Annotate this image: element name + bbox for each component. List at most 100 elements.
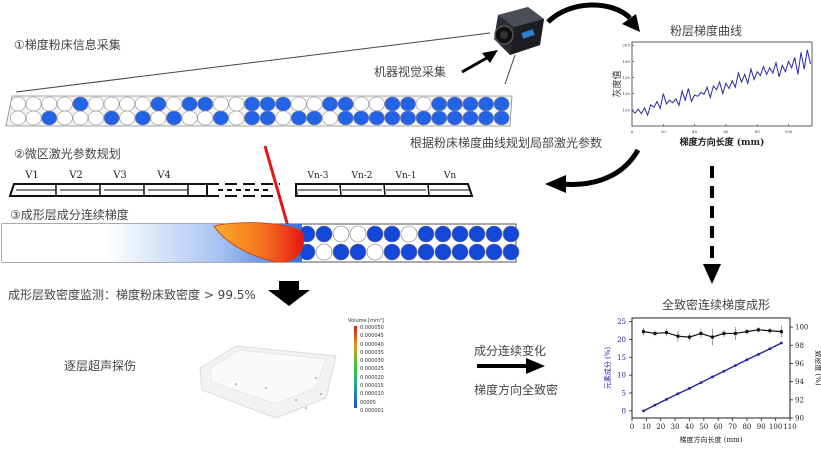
segment-label: V2: [68, 170, 83, 181]
density-point: [745, 330, 749, 334]
density-point: [722, 331, 726, 335]
powder-particle: [383, 225, 401, 243]
powder-particle: [322, 110, 338, 126]
powder-particle: [337, 96, 354, 112]
y-tick-label: 155: [622, 75, 630, 80]
machine-vision-label: 机器视觉采集: [374, 65, 447, 79]
curve-arrow-to-chart-head: [622, 14, 640, 32]
powder-particle: [181, 96, 198, 112]
y-tick-label: 130: [622, 91, 630, 96]
powder-particle: [366, 243, 384, 261]
x-tick-label: 0: [630, 423, 634, 431]
x-tick-label: 40: [692, 129, 698, 134]
segment-divider: [427, 183, 430, 197]
powder-particle: [134, 96, 151, 112]
x-tick-label: 40: [685, 423, 694, 431]
powder-particle: [502, 225, 520, 243]
composition-point: [711, 375, 714, 379]
powder-particle: [368, 96, 385, 112]
powder-particle: [10, 96, 26, 112]
powder-particle: [478, 96, 494, 112]
powder-particle: [244, 110, 260, 126]
powder-particle: [275, 96, 292, 112]
segment-label: Vn: [443, 171, 456, 181]
ct-legend-tick: 0.000010: [360, 391, 384, 398]
powder-particle: [103, 96, 120, 112]
powder-particle: [415, 110, 432, 126]
density-point: [653, 331, 657, 335]
segment-label: Vn-1: [394, 171, 416, 181]
powder-particle: [88, 110, 104, 126]
x-tick-label: 90: [757, 423, 766, 431]
powder-particle: [383, 243, 401, 261]
y-left-tick-label: 5: [622, 390, 626, 398]
powder-particle: [306, 96, 323, 112]
powder-particle: [353, 110, 370, 126]
laser-beam: [263, 145, 293, 238]
x-tick-label: 30: [671, 423, 680, 431]
ct-legend-tick: 0.000020: [360, 374, 384, 381]
powder-particle: [306, 110, 323, 126]
composition-point: [665, 398, 668, 401]
x-tick-label: 80: [742, 423, 751, 431]
composition-point: [676, 392, 680, 396]
segment-divider: [339, 183, 342, 197]
x-axis-label: 梯度方向长度 (mm): [680, 435, 743, 444]
y-tick-label: 105: [622, 107, 630, 112]
composition-point: [734, 364, 737, 367]
powder-particle: [384, 110, 401, 126]
dashed-arrow-head: [703, 264, 721, 284]
powder-particle: [88, 96, 104, 112]
powder-particle: [349, 243, 367, 261]
powder-particle: [119, 110, 136, 126]
powder-particle: [72, 96, 89, 112]
powder-particle: [431, 110, 448, 126]
x-tick-label: 100: [769, 423, 782, 431]
y-tick-label: 205: [622, 43, 630, 48]
right-arrow-head: [526, 358, 545, 374]
powder-particle: [417, 243, 435, 261]
powder-particle: [446, 110, 463, 126]
curve-arrow-to-chart: [546, 2, 632, 24]
density-monitor-label: 成形层致密度监测：梯度粉床致密度 > 99.5%: [8, 288, 256, 302]
x-tick-label: 60: [714, 423, 723, 431]
powder-particle: [56, 110, 73, 126]
y-right-axis-label: 致密度 (%): [814, 350, 821, 386]
powder-bed: [5, 95, 513, 127]
powder-particle: [41, 110, 58, 126]
powder-particle: [415, 96, 432, 112]
powder-particle: [10, 110, 26, 126]
segment-label: V1: [24, 170, 39, 181]
x-tick-label: 10: [642, 423, 651, 431]
full-density-direction-label: 梯度方向全致密: [474, 383, 559, 397]
powder-particle: [166, 96, 182, 112]
segment-divider: [383, 183, 386, 197]
plan-laser-label: 根据粉床梯度曲线规划局部激光参数: [410, 136, 603, 150]
density-point: [687, 335, 691, 339]
powder-particle: [353, 96, 370, 112]
powder-particle: [150, 96, 167, 112]
y-right-tick-label: 92: [795, 396, 804, 404]
x-tick-label: 50: [699, 423, 708, 431]
density-point: [676, 334, 680, 338]
powder-particle: [212, 96, 229, 112]
y-left-tick-label: 0: [622, 407, 626, 415]
powder-particle: [197, 110, 214, 126]
full-density-title: 全致密连续梯度成形: [662, 298, 771, 312]
powder-particle: [166, 110, 182, 126]
powder-particle: [451, 243, 469, 261]
powder-particle: [366, 225, 384, 243]
x-tick-label: 100: [785, 129, 793, 134]
powder-particle: [72, 110, 89, 126]
density-point: [699, 331, 703, 335]
density-point: [768, 329, 772, 333]
composition-point: [768, 347, 772, 351]
powder-particle: [462, 96, 479, 112]
powder-particle: [400, 225, 418, 243]
powder-particle: [25, 96, 42, 112]
gradient-curve-title: 粉层梯度曲线: [670, 24, 743, 38]
segment-label: Vn-2: [350, 171, 372, 181]
powder-particle: [434, 225, 452, 243]
powder-particle: [119, 96, 136, 112]
